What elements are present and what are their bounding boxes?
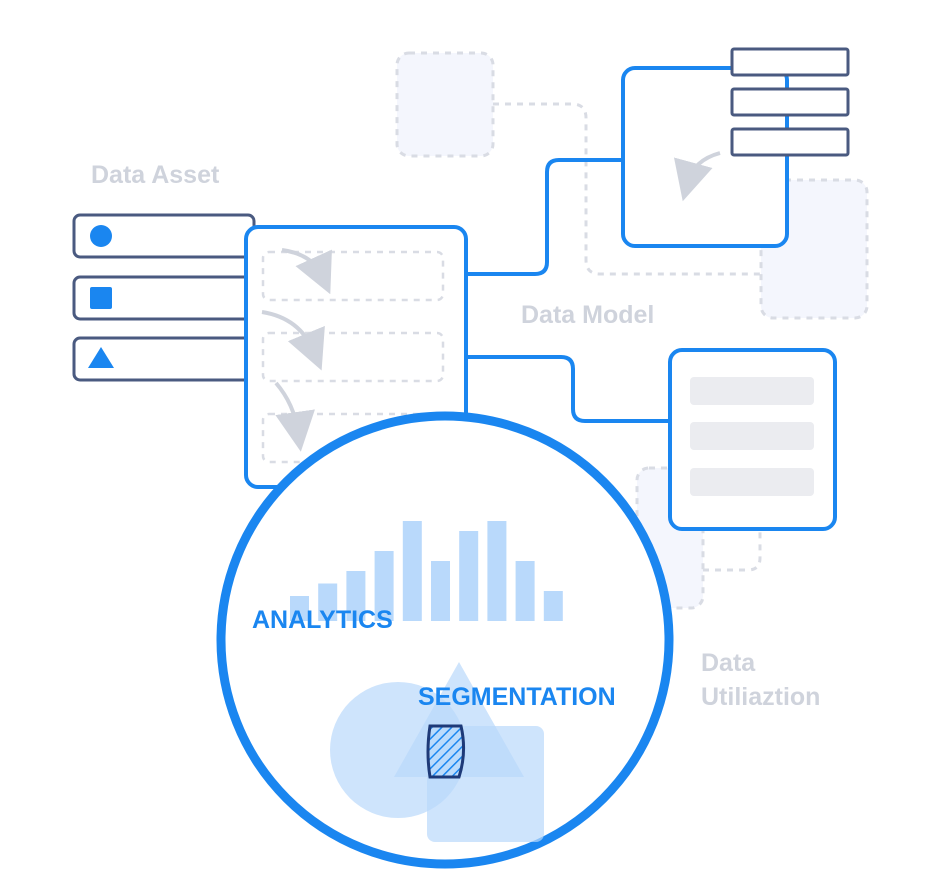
triangle-icon [88,347,114,368]
histogram-bar [459,531,479,621]
data-asset-list [72,213,256,382]
flow-arrow-1 [281,248,332,295]
connector-to-model [466,158,623,276]
histogram-bar [487,521,507,621]
process-slot-2 [261,331,445,383]
model-field-1 [730,47,850,77]
data-model-box [621,47,850,248]
histogram-bar [431,561,450,621]
segment-triangle-shape [394,662,524,777]
histogram-bar [402,521,422,621]
connector-to-utilization [466,355,670,423]
histogram-bar [543,591,563,621]
histogram-bar [290,596,309,621]
histogram-bar [346,571,366,621]
label-segmentation: SEGMENTATION [418,683,616,711]
flow-arrow-2 [261,310,325,371]
histogram-bar [515,561,535,621]
segment-overlap-hatch [426,724,466,779]
model-arrow-icon [673,151,721,202]
label-data-asset: Data Asset [91,161,220,189]
utilization-row-1 [690,377,814,405]
label-analytics: ANALYTICS [252,606,393,634]
analytics-lens [216,411,674,869]
model-field-3 [730,127,850,157]
square-icon [90,287,112,309]
utilization-row-2 [690,422,814,450]
label-data-utilization-line1: Data [701,649,756,677]
label-data-model: Data Model [521,301,655,329]
circle-icon [90,225,112,247]
process-slot-1 [261,250,445,302]
flow-arrow-3 [274,381,315,452]
histogram-bar [374,551,394,621]
utilization-row-3 [690,468,814,496]
analytics-histogram [290,521,563,621]
model-field-2 [730,87,850,117]
histogram-bar [318,583,338,621]
data-utilization-box [668,348,837,531]
label-data-utilization-line2: Utiliaztion [701,683,821,711]
